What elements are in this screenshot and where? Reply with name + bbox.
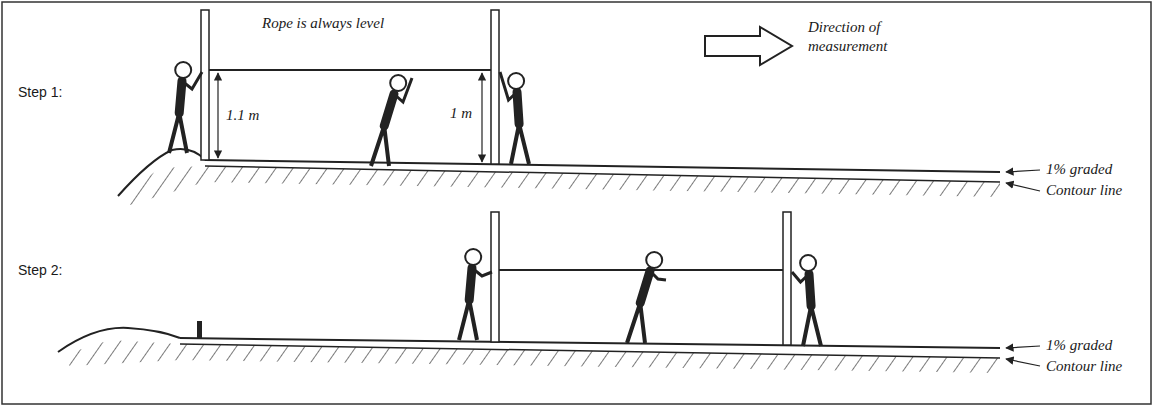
person-head (800, 255, 816, 271)
person-arm (650, 271, 666, 280)
graded-label: 1% graded (1046, 160, 1112, 179)
pole (783, 212, 791, 345)
person (169, 62, 202, 153)
person (459, 249, 492, 340)
step-label: Step 1: (18, 84, 62, 102)
person-legs (371, 126, 389, 166)
leader-line (1006, 346, 1040, 348)
person-legs (169, 113, 187, 153)
graded-label: 1% graded (1046, 336, 1112, 355)
person-legs (459, 300, 477, 340)
person-body (640, 271, 650, 303)
person-head (175, 62, 191, 78)
leader-line (1006, 183, 1040, 191)
person-legs (803, 306, 821, 346)
person-body (809, 274, 811, 306)
pole (201, 10, 209, 160)
person (500, 72, 529, 164)
leader-line (1006, 359, 1040, 366)
dimension-line (481, 73, 482, 162)
person-head (390, 75, 406, 91)
marker-stake (197, 321, 202, 338)
person-arm (472, 268, 492, 276)
rope (209, 69, 491, 71)
person-head (465, 249, 481, 265)
person-body (179, 81, 182, 113)
dimension-line (217, 73, 218, 158)
person-body (469, 268, 472, 300)
person-arm (792, 272, 809, 282)
person-legs (627, 303, 645, 343)
person-body (384, 94, 394, 126)
person-head (508, 73, 524, 89)
contour-label: Contour line (1046, 357, 1122, 376)
person (371, 75, 412, 166)
person-body (517, 92, 519, 124)
pole (491, 212, 499, 342)
step-label: Step 2: (18, 262, 62, 280)
earth-bund (58, 328, 180, 352)
contour-label: Contour line (1046, 181, 1122, 200)
ground-hatching (60, 340, 1000, 373)
contour-line (205, 166, 1000, 182)
contour-line (180, 344, 1000, 358)
dimension-label: 1.1 m (224, 106, 261, 125)
leader-line (1006, 170, 1040, 172)
person (627, 252, 666, 343)
person-legs (511, 124, 529, 164)
dimension-label: 1 m (448, 104, 474, 123)
earth-bund (118, 149, 205, 196)
person-head (646, 252, 662, 268)
graded-line (205, 160, 1000, 172)
direction-label: Direction of measurement (808, 18, 943, 56)
rope (499, 269, 783, 271)
note-label: Rope is always level (262, 14, 384, 33)
direction-arrow (705, 27, 792, 65)
ground-hatching (120, 166, 1000, 205)
person (792, 255, 821, 346)
people (169, 62, 821, 346)
pole (491, 10, 499, 164)
